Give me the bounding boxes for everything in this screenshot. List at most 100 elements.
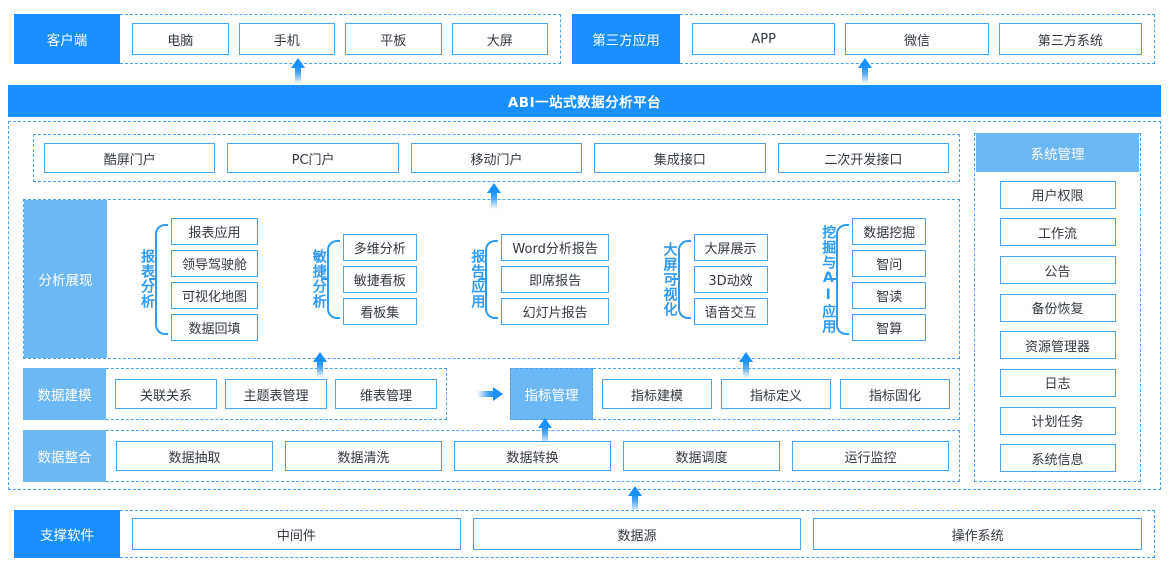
arrow-support-to-platform — [628, 486, 642, 512]
third-party-layer-row: 第三方应用 APP 微信 第三方系统 — [572, 14, 1155, 64]
metric-management-items: 指标建模 指标定义 指标固化 — [593, 368, 960, 420]
metric-management-row: 指标管理 指标建模 指标定义 指标固化 — [510, 368, 960, 420]
analysis-item-leader-cockpit[interactable]: 领导驾驶舱 — [170, 249, 258, 277]
modeling-item-subject-table[interactable]: 主题表管理 — [225, 379, 327, 409]
system-item-scheduled-task[interactable]: 计划任务 — [999, 406, 1116, 435]
data-modeling-header: 数据建模 — [23, 368, 106, 420]
metric-item-definition[interactable]: 指标定义 — [721, 379, 831, 409]
analysis-item-smart-calc[interactable]: 智算 — [852, 313, 927, 341]
support-software-header: 支撑软件 — [14, 510, 120, 558]
analysis-item-smart-read[interactable]: 智读 — [852, 281, 927, 309]
analysis-group-ai: 挖掘与AI应用 数据挖掘 智问 智读 智算 — [820, 217, 927, 341]
metric-item-modeling[interactable]: 指标建模 — [602, 379, 712, 409]
analysis-item-bigscreen-display[interactable]: 大屏展示 — [693, 233, 768, 261]
platform-frame — [8, 121, 1161, 490]
support-item-middleware[interactable]: 中间件 — [132, 518, 461, 550]
third-party-layer-header: 第三方应用 — [572, 14, 680, 64]
system-item-announcement[interactable]: 公告 — [999, 256, 1116, 285]
client-item-bigscreen[interactable]: 大屏 — [451, 23, 548, 55]
analysis-group-report: 报表分析 报表应用 领导驾驶舱 可视化地图 数据回填 — [138, 217, 258, 341]
system-item-log[interactable]: 日志 — [999, 368, 1116, 397]
analysis-item-adhoc-report[interactable]: 即席报告 — [501, 265, 609, 293]
support-item-os[interactable]: 操作系统 — [813, 518, 1143, 550]
support-software-items: 中间件 数据源 操作系统 — [120, 510, 1155, 558]
analysis-group-label-ai: 挖掘与AI应用 — [820, 224, 837, 334]
analysis-item-slide-report[interactable]: 幻灯片报告 — [501, 297, 609, 325]
analysis-group-label-report: 报表分析 — [138, 249, 155, 309]
arrow-metric-to-analysis — [739, 352, 753, 378]
integration-item-monitor[interactable]: 运行监控 — [792, 441, 949, 471]
analysis-item-dashboard-set[interactable]: 看板集 — [342, 297, 417, 325]
brace-icon — [485, 239, 499, 319]
analysis-item-data-mining[interactable]: 数据挖掘 — [852, 217, 927, 245]
analysis-item-voice-interaction[interactable]: 语音交互 — [693, 297, 768, 325]
platform-title-bar: ABI一站式数据分析平台 — [8, 85, 1161, 117]
arrow-analysis-to-portal — [487, 183, 501, 209]
analysis-item-word-report[interactable]: Word分析报告 — [501, 233, 609, 261]
third-party-item-system[interactable]: 第三方系统 — [998, 23, 1142, 55]
analysis-item-agile-dashboard[interactable]: 敏捷看板 — [342, 265, 417, 293]
modeling-item-dimension-table[interactable]: 维表管理 — [335, 379, 437, 409]
third-party-item-app[interactable]: APP — [692, 23, 836, 55]
data-integration-items: 数据抽取 数据清洗 数据转换 数据调度 运行监控 — [106, 430, 960, 482]
analysis-groups: 报表分析 报表应用 领导驾驶舱 可视化地图 数据回填 敏捷分析 多维分析 敏捷看… — [107, 200, 959, 358]
integration-item-extract[interactable]: 数据抽取 — [116, 441, 273, 471]
portal-item-dev-api[interactable]: 二次开发接口 — [777, 143, 950, 173]
data-integration-header: 数据整合 — [23, 430, 106, 482]
client-layer-row: 客户端 电脑 手机 平板 大屏 — [14, 14, 561, 64]
system-management-list: 用户权限 工作流 公告 备份恢复 资源管理器 日志 计划任务 系统信息 — [975, 172, 1140, 481]
analysis-item-visual-map[interactable]: 可视化地图 — [170, 281, 258, 309]
brace-icon — [836, 223, 850, 335]
client-item-pc[interactable]: 电脑 — [132, 23, 229, 55]
analysis-group-bigscreen: 大屏可视化 大屏展示 3D动效 语音交互 — [661, 233, 768, 325]
metric-management-header: 指标管理 — [510, 368, 593, 420]
analysis-item-smart-ask[interactable]: 智问 — [852, 249, 927, 277]
arrow-modeling-to-metric — [477, 387, 503, 401]
arrow-modeling-to-analysis — [313, 352, 327, 378]
brace-icon — [154, 223, 168, 335]
portal-item-integration-api[interactable]: 集成接口 — [594, 143, 766, 173]
data-modeling-items: 关联关系 主题表管理 维表管理 — [106, 368, 447, 420]
analysis-group-report-app: 报告应用 Word分析报告 即席报告 幻灯片报告 — [469, 233, 609, 325]
analysis-group-label-bigscreen: 大屏可视化 — [661, 241, 678, 317]
analysis-group-agile: 敏捷分析 多维分析 敏捷看板 看板集 — [310, 233, 417, 325]
analysis-layer-row: 分析展现 报表分析 报表应用 领导驾驶舱 可视化地图 数据回填 敏捷分析 多维分… — [23, 199, 960, 359]
system-item-system-info[interactable]: 系统信息 — [999, 444, 1116, 473]
data-integration-row: 数据整合 数据抽取 数据清洗 数据转换 数据调度 运行监控 — [23, 430, 960, 482]
system-item-user-permission[interactable]: 用户权限 — [999, 180, 1116, 209]
client-layer-header: 客户端 — [14, 14, 120, 64]
analysis-layer-header: 分析展现 — [24, 200, 107, 358]
system-item-workflow[interactable]: 工作流 — [999, 218, 1116, 247]
support-item-datasource[interactable]: 数据源 — [472, 518, 802, 550]
system-item-resource-manager[interactable]: 资源管理器 — [999, 331, 1116, 360]
brace-icon — [677, 239, 691, 319]
system-management-column: 系统管理 用户权限 工作流 公告 备份恢复 资源管理器 日志 计划任务 系统信息 — [974, 133, 1141, 482]
portal-item-pc[interactable]: PC门户 — [227, 143, 399, 173]
portal-item-mobile[interactable]: 移动门户 — [410, 143, 583, 173]
modeling-item-relations[interactable]: 关联关系 — [115, 379, 217, 409]
third-party-item-wechat[interactable]: 微信 — [845, 23, 989, 55]
support-software-row: 支撑软件 中间件 数据源 操作系统 — [14, 510, 1155, 558]
client-item-tablet[interactable]: 平板 — [345, 23, 442, 55]
analysis-item-multidim[interactable]: 多维分析 — [342, 233, 417, 261]
client-item-phone[interactable]: 手机 — [238, 23, 335, 55]
arrow-platform-to-third-party — [858, 58, 872, 84]
metric-item-solidify[interactable]: 指标固化 — [840, 379, 950, 409]
analysis-item-data-fill[interactable]: 数据回填 — [170, 313, 258, 341]
system-item-backup-restore[interactable]: 备份恢复 — [999, 293, 1116, 322]
analysis-item-report-app[interactable]: 报表应用 — [170, 217, 258, 245]
third-party-layer-items: APP 微信 第三方系统 — [680, 14, 1155, 64]
system-management-header: 系统管理 — [976, 133, 1139, 172]
portal-item-coolscreen[interactable]: 酷屏门户 — [44, 143, 216, 173]
integration-item-clean[interactable]: 数据清洗 — [285, 441, 442, 471]
client-layer-items: 电脑 手机 平板 大屏 — [120, 14, 561, 64]
integration-item-transform[interactable]: 数据转换 — [454, 441, 611, 471]
arrow-integration-to-metric — [538, 418, 552, 444]
analysis-item-3d-effect[interactable]: 3D动效 — [693, 265, 768, 293]
integration-item-schedule[interactable]: 数据调度 — [623, 441, 780, 471]
brace-icon — [326, 239, 340, 319]
analysis-group-label-agile: 敏捷分析 — [310, 249, 327, 309]
portal-row: 酷屏门户 PC门户 移动门户 集成接口 二次开发接口 — [33, 134, 960, 182]
analysis-group-label-report-app: 报告应用 — [469, 249, 486, 309]
